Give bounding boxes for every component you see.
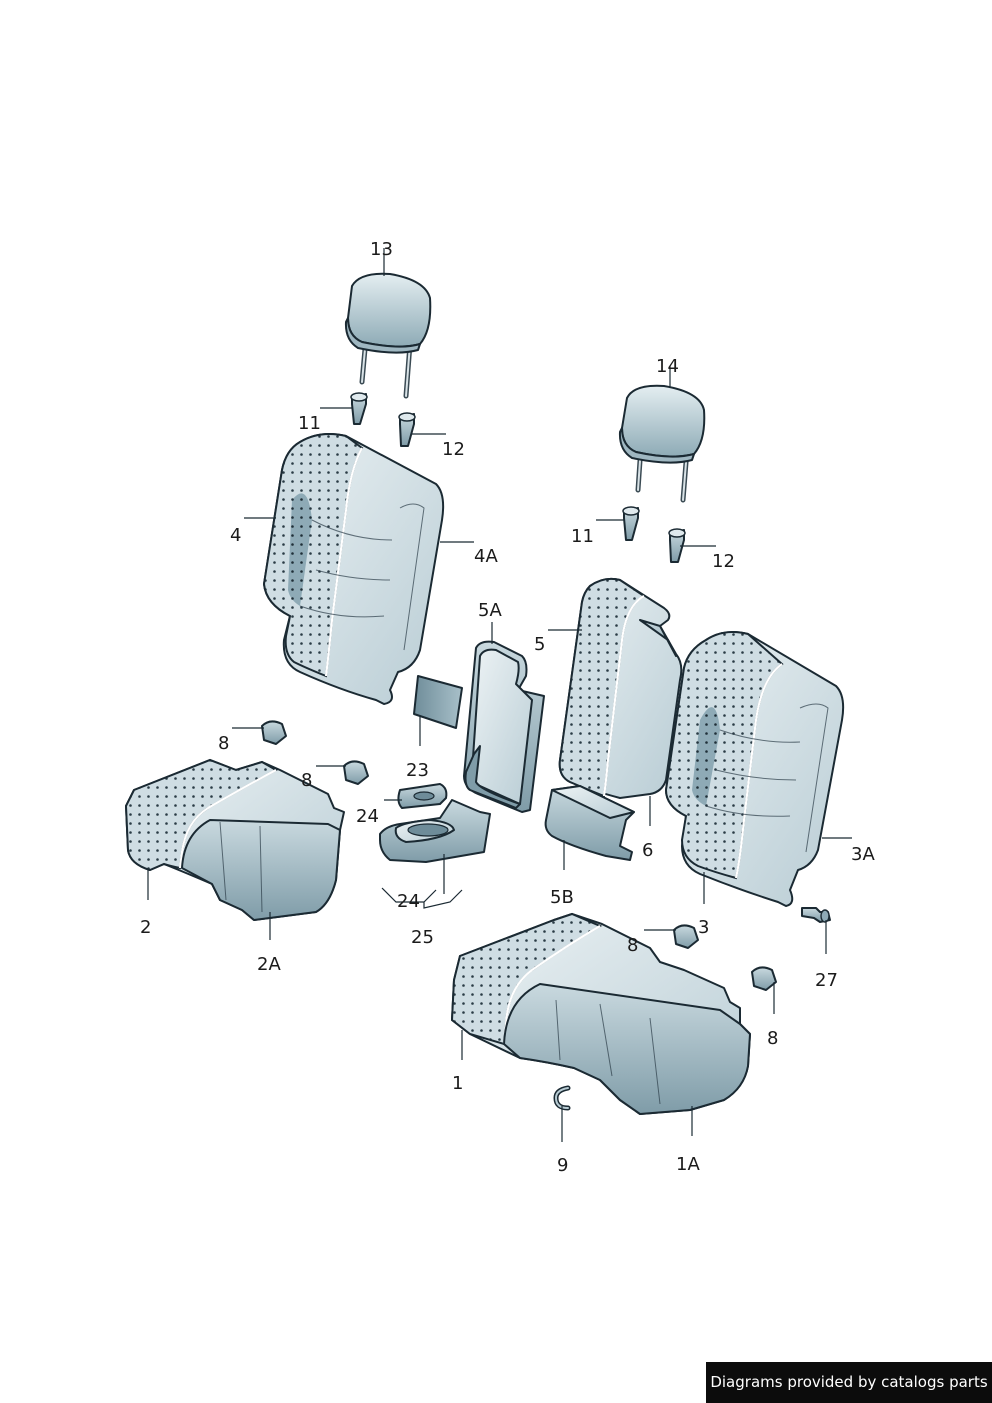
callout-12-left: 12 xyxy=(442,439,465,460)
backrest-cover-5 xyxy=(558,577,683,799)
callout-24-bottom: 24 xyxy=(397,891,420,912)
callout-11-left: 11 xyxy=(298,413,321,434)
headrest-guide-12-left xyxy=(398,412,416,447)
callout-5a: 5A xyxy=(478,600,502,621)
label-panel-23 xyxy=(413,675,463,729)
armrest-5b xyxy=(544,785,635,861)
callout-8-c: 8 xyxy=(627,935,638,956)
headrest-guide-12-right xyxy=(668,528,686,563)
callout-14: 14 xyxy=(656,356,679,377)
headrest-13 xyxy=(344,272,432,399)
callout-5b: 5B xyxy=(550,887,574,908)
callout-2: 2 xyxy=(140,917,151,938)
callout-3: 3 xyxy=(698,917,709,938)
callout-6: 6 xyxy=(642,840,653,861)
armrest-frame-5a xyxy=(463,640,545,813)
cup-holder-25 xyxy=(379,799,491,863)
callout-1a: 1A xyxy=(676,1154,700,1175)
backrest-cover-3 xyxy=(664,631,845,907)
callout-8-a: 8 xyxy=(218,733,229,754)
callout-8-b: 8 xyxy=(301,770,312,791)
leader-lines xyxy=(147,248,852,1142)
callout-25: 25 xyxy=(411,927,434,948)
callout-11-right: 11 xyxy=(571,526,594,547)
callout-2a: 2A xyxy=(257,954,281,975)
callout-9: 9 xyxy=(557,1155,568,1176)
clip-8-b xyxy=(343,760,369,785)
callout-labels: 13 14 11 12 11 12 4 4A 5A 5 6 3A 3 23 24… xyxy=(140,239,875,1176)
callout-1: 1 xyxy=(452,1073,463,1094)
callout-12-right: 12 xyxy=(712,551,735,572)
seat-cushion-1 xyxy=(450,912,751,1115)
callout-8-d: 8 xyxy=(767,1028,778,1049)
clip-8-a xyxy=(261,720,287,745)
hook-9 xyxy=(553,1085,571,1111)
callout-3a: 3A xyxy=(851,844,875,865)
credit-banner: Diagrams provided by catalogs parts xyxy=(706,1362,992,1403)
callout-27: 27 xyxy=(815,970,838,991)
callout-23: 23 xyxy=(406,760,429,781)
callout-13: 13 xyxy=(370,239,393,260)
callout-4a: 4A xyxy=(474,546,498,567)
cup-holder-24-small xyxy=(397,783,448,809)
headrest-guide-11-left xyxy=(350,392,368,425)
clip-8-c xyxy=(673,924,699,949)
backrest-cover-4 xyxy=(262,433,445,705)
callout-5: 5 xyxy=(534,634,545,655)
seat-cushion-2 xyxy=(124,758,345,921)
callout-4: 4 xyxy=(230,525,241,546)
headrest-guide-11-right xyxy=(622,506,640,541)
fastener-27 xyxy=(801,907,831,923)
callout-24-top: 24 xyxy=(356,806,379,827)
headrest-14 xyxy=(618,384,706,503)
clip-8-d xyxy=(751,966,777,991)
